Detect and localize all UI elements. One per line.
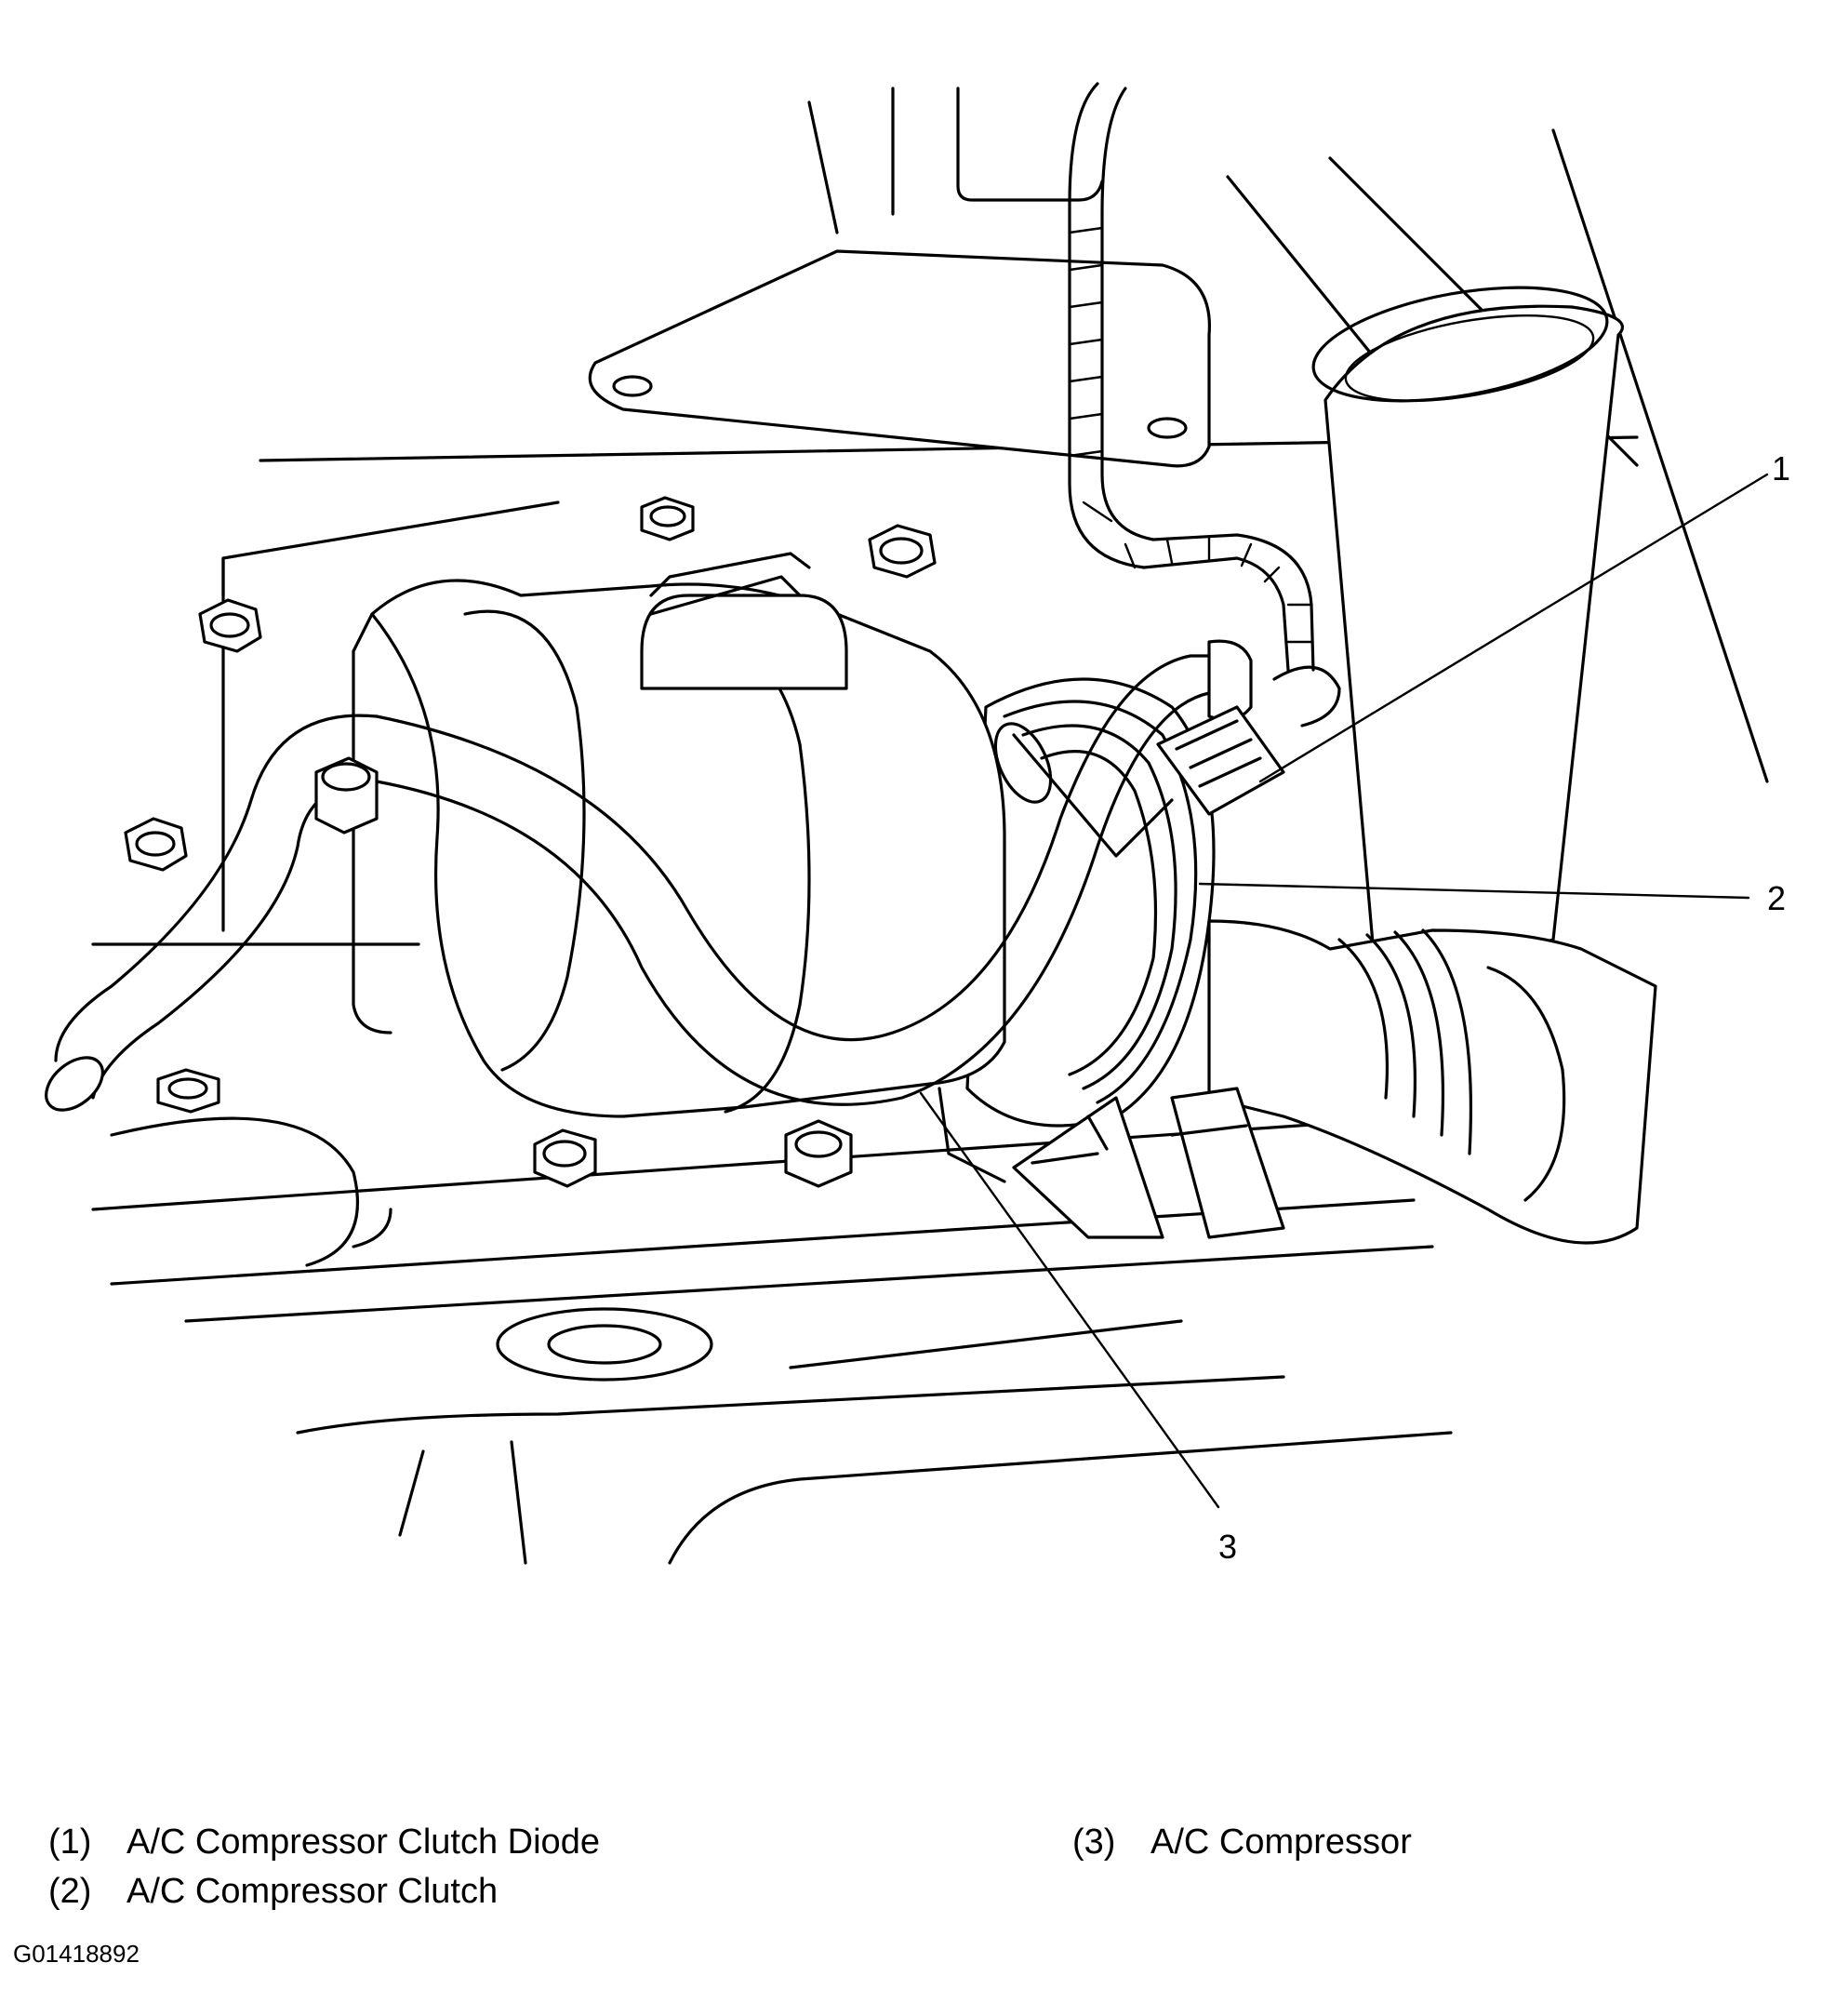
- bolt: [124, 817, 188, 872]
- legend-number: (2): [48, 1872, 92, 1911]
- bolt: [868, 524, 937, 579]
- bolt: [198, 598, 262, 653]
- stud-bracket: [1170, 1087, 1285, 1239]
- ac-compressor-line-drawing: [45, 82, 1769, 1565]
- bolt: [533, 1128, 597, 1188]
- clutch-diode-connector: [1156, 705, 1285, 816]
- wiring-harness: [1068, 82, 1315, 672]
- callout-2: 2: [1767, 879, 1787, 917]
- mounting-bracket: [588, 249, 1212, 468]
- bolt: [314, 756, 379, 834]
- leader-1: [1258, 473, 1769, 783]
- vehicle-structure: [91, 87, 1769, 1565]
- legend-number: (3): [1072, 1822, 1116, 1862]
- callout-leaders: [919, 473, 1769, 1509]
- compressor-body: [352, 552, 1006, 1183]
- legend-item-3: (3) A/C Compressor: [1072, 1822, 1412, 1862]
- legend-number: (1): [48, 1822, 92, 1862]
- hose-boot: [1207, 919, 1657, 1245]
- bolt: [640, 496, 695, 541]
- legend-label: A/C Compressor: [1150, 1822, 1412, 1862]
- bolt: [784, 1119, 853, 1188]
- leader-3: [919, 1091, 1220, 1509]
- strut-tube: [1311, 286, 1624, 988]
- callout-3: 3: [1218, 1528, 1238, 1566]
- legend-label: A/C Compressor Clutch Diode: [126, 1822, 600, 1862]
- mounting-bolts: [124, 496, 1285, 1239]
- legend-item-2: (2) A/C Compressor Clutch: [48, 1871, 498, 1912]
- legend-label: A/C Compressor Clutch: [126, 1872, 499, 1911]
- stud-bracket: [1012, 1096, 1164, 1239]
- bolt: [156, 1068, 220, 1114]
- compressor-clutch: [965, 677, 1216, 1128]
- figure-id: G01418892: [13, 1940, 140, 1968]
- legend-item-1: (1) A/C Compressor Clutch Diode: [48, 1822, 600, 1862]
- leader-2: [1198, 882, 1750, 900]
- callout-1: 1: [1772, 449, 1791, 487]
